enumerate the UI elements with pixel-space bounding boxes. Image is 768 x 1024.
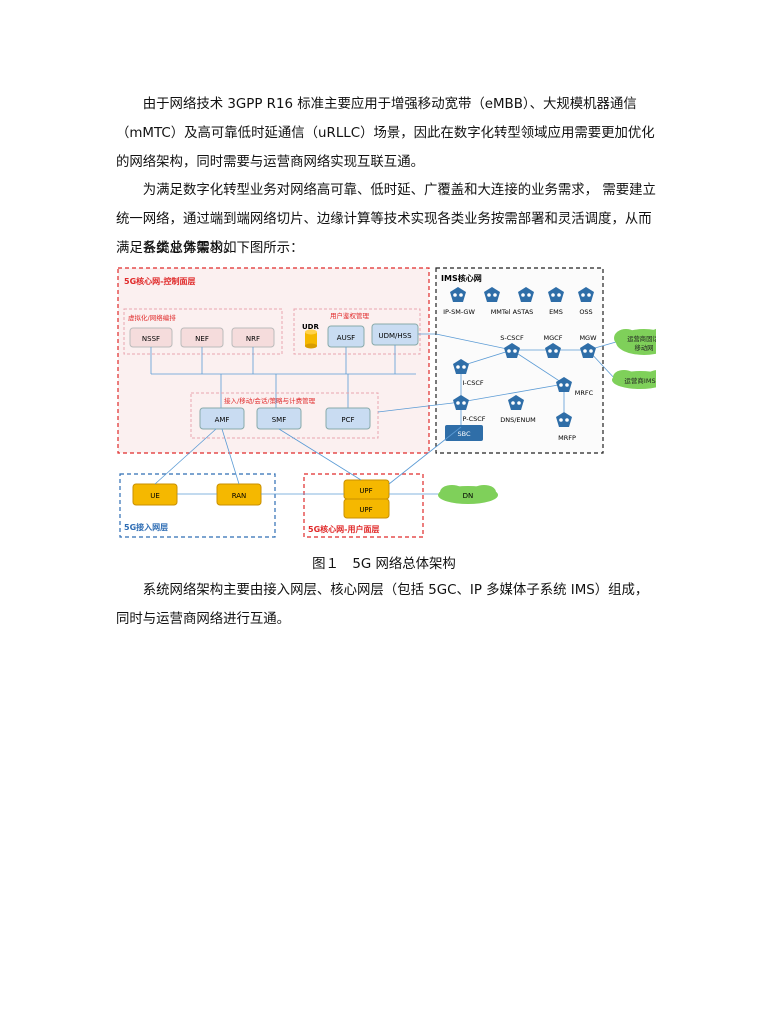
nssf-label: NSSF [142,335,160,343]
mrfp-label: MRFP [558,434,576,442]
udr-database-icon [305,329,317,349]
amf-label: AMF [215,416,230,424]
mgcf-label: MGCF [544,334,563,342]
mgw-label: MGW [579,334,597,342]
paragraph-4: 系统网络架构主要由接入网层、核心网层（包括 5GC、IP 多媒体子系统 IMS）… [116,583,649,627]
user-plane-title: 5G核心网-用户面层 [308,524,379,534]
ems-router-icon [548,287,564,302]
virtualization-label: 虚拟化/网络编排 [128,313,176,322]
dn-label: DN [463,492,474,500]
upf-label-2: UPF [359,506,372,514]
pcf-node [325,407,371,430]
oss-router-icon [578,287,594,302]
upf-node-2 [343,498,390,519]
ems-label: EMS [549,308,563,316]
pcscf-router-icon [453,395,469,410]
mmtel-router-icon [484,287,500,302]
ipsmgw-label: IP-SM-GW [443,308,475,316]
ran-label: RAN [232,492,247,500]
ims-links [377,333,617,427]
nef-label: NEF [195,335,209,343]
ims-router-icons [450,287,596,427]
dns-label: DNS/ENUM [500,416,536,424]
scscf-label: S-CSCF [500,334,524,342]
ausf-label: AUSF [337,334,355,342]
fixed-mobile-label-1: 运营商固话/ [627,334,656,343]
access-network-box [119,473,276,538]
pcf-label: PCF [341,416,354,424]
pcscf-label: P-CSCF [462,415,485,423]
operator-ims-label: 运营商IMS [624,376,655,385]
user-auth-label: 用户鉴权管理 [330,311,370,320]
scscf-router-icon [504,343,520,358]
icscf-router-icon [453,359,469,374]
nrf-label: NRF [246,335,260,343]
mgcf-router-icon [545,343,561,358]
access-mgmt-label: 接入/移动/会话/策略与计费管理 [224,396,316,405]
user-plane-box [303,473,424,538]
paragraph-1: 由于网络技术 3GPP R16 标准主要应用于增强移动宽带（eMBB）、大规模机… [116,97,655,170]
paragraph-3: 系统总体架构如下图所示： [116,241,304,256]
fixed-mobile-cloud [614,328,656,355]
ipsmgw-router-icon [450,287,466,302]
smf-label: SMF [272,416,287,424]
sbc-label: SBC [457,430,470,438]
icscf-label: I-CSCF [462,379,483,387]
access-network-title: 5G接入网层 [124,522,168,532]
ims-core-title: IMS核心网 [441,273,482,283]
control-plane-title: 5G核心网-控制面层 [124,276,195,286]
operator-ims-cloud [612,370,656,389]
paragraph-2: 为满足数字化转型业务对网络高可靠、低时延、广覆盖和大连接的业务需求， 需要建立统… [116,183,656,256]
figure-caption: 图１ 5G 网络总体架构 [312,557,456,572]
virtualization-box [123,308,283,355]
udm-label: UDM/HSS [378,332,412,340]
dn-cloud [438,485,498,504]
user-auth-box [293,308,421,355]
dns-router-icon [508,395,524,410]
fixed-mobile-label-2: 移动网 [635,343,654,352]
sbc-node [445,425,483,441]
udr-label: UDR [302,323,319,331]
oss-label: OSS [579,308,592,316]
mrfp-router-icon [556,412,572,427]
interface-links [154,426,462,495]
control-bus-lines [150,333,436,408]
mrfc-router-icon [556,377,572,392]
mgw-router-icon [580,343,596,358]
upf-label-1: UPF [359,487,372,495]
mrfc-label: MRFC [575,389,594,397]
access-mgmt-box [190,392,379,439]
network-architecture-figure: 5G核心网-控制面层 虚拟化/网络编排 NSSF NEF NRF 用户鉴权管理 … [117,267,656,538]
ue-label: UE [150,492,160,500]
astas-router-icon [518,287,534,302]
mmtel-label: MMTel ASTAS [491,308,534,316]
